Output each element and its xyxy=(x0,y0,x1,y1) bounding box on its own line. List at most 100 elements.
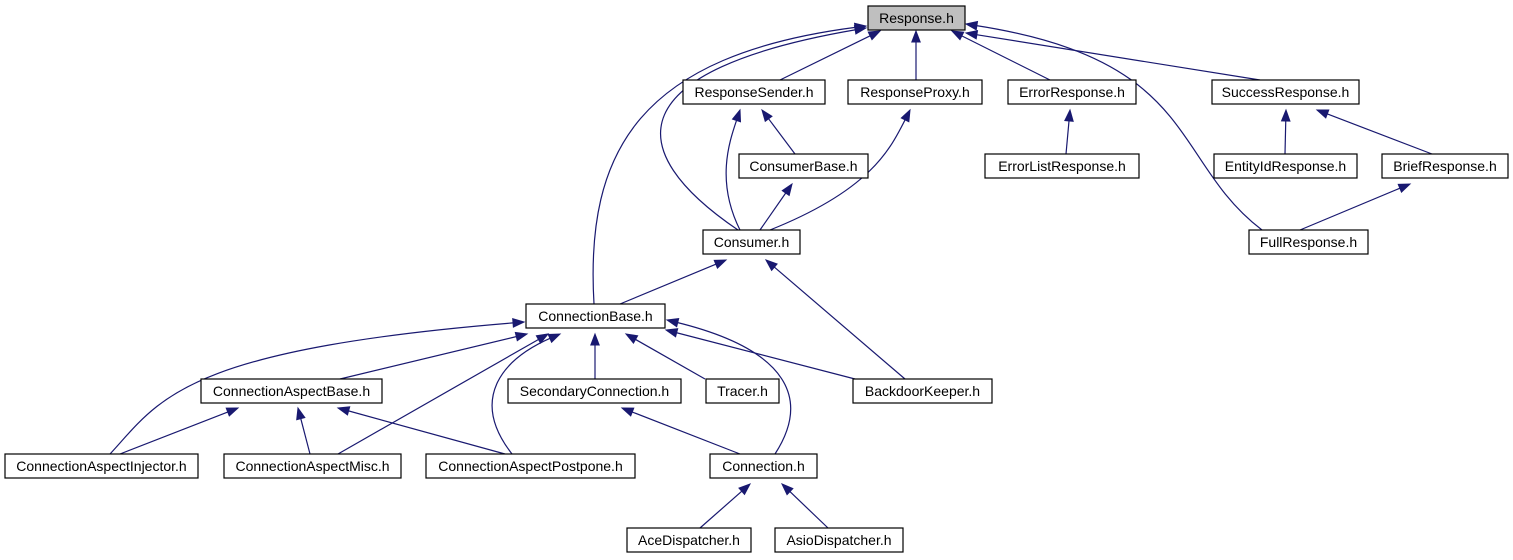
arrow-head xyxy=(781,182,793,197)
node-label: ErrorResponse.h xyxy=(1019,84,1125,100)
node-brief-response[interactable]: BriefResponse.h xyxy=(1381,153,1509,179)
arrow-head xyxy=(780,483,794,496)
node-connection-aspect-base[interactable]: ConnectionAspectBase.h xyxy=(200,378,383,404)
node-entity-id-response[interactable]: EntityIdResponse.h xyxy=(1213,153,1358,179)
node-connection-aspect-injector[interactable]: ConnectionAspectInjector.h xyxy=(4,453,199,479)
node-label: ResponseProxy.h xyxy=(860,84,969,100)
node-label: Tracer.h xyxy=(717,383,768,399)
edge-response-sender-to-response xyxy=(779,30,882,81)
node-box[interactable] xyxy=(1211,79,1360,105)
arrow-head xyxy=(1397,183,1412,193)
node-box[interactable] xyxy=(867,5,966,31)
arrow-head xyxy=(512,318,526,328)
node-backdoor-keeper[interactable]: BackdoorKeeper.h xyxy=(852,378,993,404)
node-box[interactable] xyxy=(1248,229,1369,255)
node-connection-base[interactable]: ConnectionBase.h xyxy=(525,303,666,329)
arrow-head xyxy=(713,259,728,269)
arrow-head xyxy=(514,331,529,342)
node-label: AsioDispatcher.h xyxy=(786,532,891,548)
edge-consumer-to-response xyxy=(659,25,868,231)
edge-full-response-to-brief-response xyxy=(1299,183,1412,231)
node-consumer[interactable]: Consumer.h xyxy=(702,229,801,255)
arrow-head xyxy=(1315,109,1330,119)
node-box[interactable] xyxy=(1007,79,1137,105)
arrow-head xyxy=(296,406,306,421)
node-box[interactable] xyxy=(1213,153,1358,179)
node-box[interactable] xyxy=(425,453,636,479)
node-box[interactable] xyxy=(709,453,818,479)
arrow-head xyxy=(964,29,979,40)
arrow-head xyxy=(964,20,979,31)
node-secondary-connection[interactable]: SecondaryConnection.h xyxy=(507,378,682,404)
edge-line xyxy=(630,410,741,455)
edge-line xyxy=(974,24,1263,231)
arrow-head xyxy=(624,333,639,344)
node-label: SecondaryConnection.h xyxy=(520,383,669,399)
node-consumer-base[interactable]: ConsumerBase.h xyxy=(738,153,869,179)
edge-tracer-to-connection-base xyxy=(624,333,706,380)
edge-line xyxy=(339,335,519,380)
node-box[interactable] xyxy=(626,527,752,553)
edge-ace-dispatcher-to-connection xyxy=(699,483,752,529)
node-response-proxy[interactable]: ResponseProxy.h xyxy=(847,79,983,105)
node-box[interactable] xyxy=(984,153,1140,179)
node-box[interactable] xyxy=(525,303,666,329)
node-box[interactable] xyxy=(774,527,904,553)
edge-connection-to-secondary-connection xyxy=(620,407,741,455)
arrow-head xyxy=(665,317,680,328)
node-box[interactable] xyxy=(738,153,869,179)
node-label: BackdoorKeeper.h xyxy=(865,383,980,399)
node-label: SuccessResponse.h xyxy=(1222,84,1350,100)
node-connection-aspect-misc[interactable]: ConnectionAspectMisc.h xyxy=(223,453,402,479)
edge-line xyxy=(766,116,796,155)
node-connection-aspect-postpone[interactable]: ConnectionAspectPostpone.h xyxy=(425,453,636,479)
arrow-head xyxy=(911,29,921,43)
edge-line xyxy=(788,489,829,529)
node-label: FullResponse.h xyxy=(1260,234,1357,250)
node-box[interactable] xyxy=(223,453,402,479)
node-ace-dispatcher[interactable]: AceDispatcher.h xyxy=(626,527,752,553)
node-box[interactable] xyxy=(1381,153,1509,179)
node-box[interactable] xyxy=(852,378,993,404)
edge-line xyxy=(299,416,311,455)
edge-full-response-to-response xyxy=(964,20,1263,231)
edge-consumer-base-to-response-sender xyxy=(761,108,796,155)
node-response[interactable]: Response.h xyxy=(867,5,966,31)
edge-line xyxy=(659,28,858,231)
arrow-head xyxy=(738,483,752,496)
node-asio-dispatcher[interactable]: AsioDispatcher.h xyxy=(774,527,904,553)
edge-connection-aspect-postpone-to-connection-aspect-base xyxy=(336,406,506,455)
node-box[interactable] xyxy=(507,378,682,404)
edge-connection-aspect-injector-to-connection-base xyxy=(109,318,526,455)
node-error-response[interactable]: ErrorResponse.h xyxy=(1007,79,1137,105)
edge-line xyxy=(769,117,907,231)
node-connection[interactable]: Connection.h xyxy=(709,453,818,479)
node-box[interactable] xyxy=(200,378,383,404)
node-success-response[interactable]: SuccessResponse.h xyxy=(1211,79,1360,105)
node-box[interactable] xyxy=(682,79,826,105)
edge-line xyxy=(759,191,788,231)
edge-connection-to-connection-base xyxy=(665,317,792,455)
node-error-list-response[interactable]: ErrorListResponse.h xyxy=(984,153,1140,179)
node-box[interactable] xyxy=(702,229,801,255)
node-full-response[interactable]: FullResponse.h xyxy=(1248,229,1369,255)
node-box[interactable] xyxy=(847,79,983,105)
edge-brief-response-to-success-response xyxy=(1315,109,1433,155)
arrow-head xyxy=(731,108,742,123)
edge-secondary-connection-to-connection-base xyxy=(590,332,600,379)
edge-connection-aspect-postpone-to-connection-base xyxy=(491,333,562,455)
arrow-head xyxy=(761,108,773,123)
node-label: Consumer.h xyxy=(714,234,789,250)
node-response-sender[interactable]: ResponseSender.h xyxy=(682,79,826,105)
arrow-head xyxy=(1280,108,1291,122)
edge-connection-aspect-injector-to-connection-aspect-base xyxy=(119,407,240,455)
edge-line xyxy=(959,34,1051,81)
node-box[interactable] xyxy=(705,378,780,404)
edge-backdoor-keeper-to-connection-base xyxy=(664,328,856,380)
arrow-head xyxy=(867,30,882,41)
node-box[interactable] xyxy=(4,453,199,479)
node-tracer[interactable]: Tracer.h xyxy=(705,378,780,404)
node-label: ConnectionBase.h xyxy=(538,308,652,324)
